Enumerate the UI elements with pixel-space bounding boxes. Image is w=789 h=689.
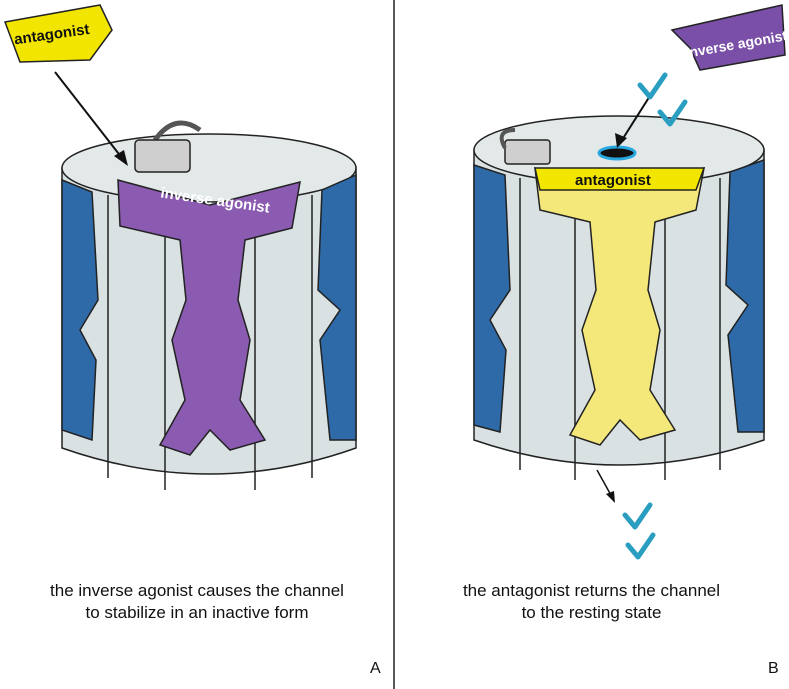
channel-b (473, 115, 765, 480)
check-icons (622, 72, 688, 560)
arrow-b-down (596, 469, 613, 498)
caption-b-line2: to the resting state (521, 603, 662, 622)
panel-a-letter: A (370, 660, 381, 677)
antagonist-tag-a: antagonist (3, 4, 113, 63)
caption-a: the inverse agonist causes the channel t… (0, 580, 394, 624)
padlock-open-icon (499, 128, 551, 165)
inverse-agonist-tag-b: inverse agonist (670, 4, 788, 71)
caption-b: the antagonist returns the channel to th… (394, 580, 789, 624)
channel-a (61, 120, 357, 490)
panel-b-letter: B (768, 660, 779, 677)
padlock-icon (134, 120, 202, 173)
arrow-a (54, 71, 123, 159)
caption-b-line1: the antagonist returns the channel (462, 581, 721, 600)
bound-antagonist-label: antagonist (575, 172, 651, 189)
caption-a-line1: the inverse agonist causes the channel (50, 581, 344, 600)
caption-a-line2: to stabilize in an inactive form (85, 603, 309, 622)
binding-pore (597, 145, 637, 161)
